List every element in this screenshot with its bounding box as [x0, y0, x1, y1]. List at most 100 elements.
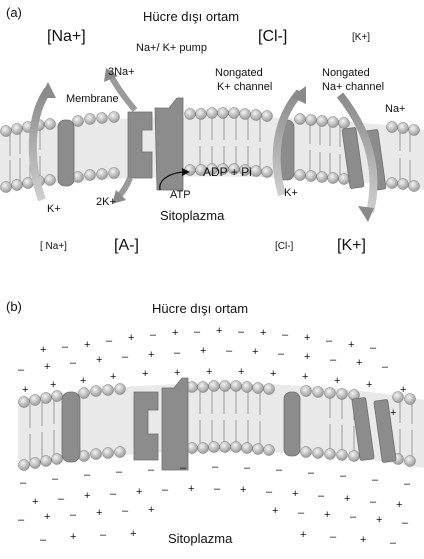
na-channel-label-1: Nongated: [322, 67, 370, 79]
minus-sign: –: [214, 483, 221, 495]
minus-sign: –: [40, 534, 47, 546]
plus-sign: +: [376, 514, 383, 526]
minus-sign: –: [298, 507, 305, 519]
plus-sign: +: [304, 332, 311, 344]
minus-sign: –: [276, 464, 283, 476]
minus-sign: –: [52, 473, 59, 485]
anion-in-label: [A-]: [114, 237, 139, 254]
na-out-label: [Na+]: [47, 28, 86, 45]
plus-sign: +: [344, 493, 351, 505]
plus-sign: +: [216, 325, 223, 337]
minus-sign: –: [122, 351, 129, 363]
minus-sign: –: [150, 329, 157, 341]
plus-sign: +: [142, 368, 149, 380]
minus-sign: –: [18, 364, 25, 376]
minus-sign: –: [266, 486, 273, 498]
minus-sign: –: [100, 529, 107, 541]
membrane-label: Membrane: [66, 93, 119, 105]
plus-sign: +: [96, 354, 103, 366]
na-in-label: [ Na+]: [40, 241, 67, 252]
k-right-label: K+: [284, 187, 298, 199]
plus-sign: +: [148, 349, 155, 361]
minus-sign: –: [382, 361, 389, 373]
minus-sign: –: [122, 505, 129, 517]
plus-sign: +: [300, 529, 307, 541]
minus-sign: –: [370, 342, 377, 354]
na-ion-label: Na+: [385, 103, 406, 115]
minus-sign: –: [194, 326, 201, 338]
plus-sign: +: [302, 371, 309, 383]
minus-sign: –: [330, 354, 337, 366]
plus-sign: +: [40, 344, 47, 356]
flux-arrows-a: [28, 68, 378, 222]
cl-in-label: [Cl-]: [275, 241, 294, 252]
plus-sign: +: [360, 534, 367, 546]
plus-sign: +: [366, 379, 373, 391]
plus-sign: +: [130, 528, 137, 540]
plus-sign: +: [148, 504, 155, 516]
minus-sign: –: [278, 348, 285, 360]
na3-label: 3Na+: [108, 66, 135, 78]
membrane-b: [18, 380, 424, 471]
plus-sign: +: [304, 351, 311, 363]
plus-sign: +: [174, 367, 181, 379]
minus-sign: –: [390, 537, 397, 549]
minus-sign: –: [330, 531, 337, 543]
minus-sign: –: [326, 335, 333, 347]
minus-sign: –: [110, 488, 117, 500]
cl-out-label: [Cl-]: [258, 28, 288, 45]
k-in-label: [K+]: [337, 237, 366, 254]
plus-sign: +: [390, 407, 397, 419]
plus-sign: +: [84, 490, 91, 502]
minus-sign: –: [212, 461, 219, 473]
membrane-a: [0, 107, 424, 193]
plus-sign: +: [136, 486, 143, 498]
adp-label: ADP + Pi: [203, 165, 252, 179]
minus-sign: –: [372, 474, 379, 486]
minus-sign: –: [226, 345, 233, 357]
atp-label: ATP: [170, 189, 191, 201]
plus-sign: +: [80, 375, 87, 387]
na-channel-label-2: Na+ channel: [322, 81, 385, 93]
panel-b-outside-title: Hücre dışı ortam: [152, 301, 249, 316]
plus-sign: +: [400, 384, 407, 396]
minus-sign: –: [340, 470, 347, 482]
k-out-label: [K+]: [352, 32, 371, 43]
pump-label: Na+/ K+ pump: [136, 42, 207, 54]
plus-sign: +: [200, 345, 207, 357]
k-channel-label-2: K+ channel: [217, 81, 273, 93]
plus-sign: +: [22, 384, 29, 396]
minus-sign: –: [58, 493, 65, 505]
panel-b-inside-title: Sitoplazma: [168, 531, 233, 546]
minus-sign: –: [350, 511, 357, 523]
plus-sign: +: [128, 332, 135, 344]
minus-sign: –: [282, 329, 289, 341]
plus-sign: +: [70, 531, 77, 543]
plus-sign: +: [240, 484, 247, 496]
k-left-label: K+: [47, 203, 61, 215]
minus-sign: –: [404, 478, 411, 490]
plus-sign: +: [44, 361, 51, 373]
minus-sign: –: [402, 517, 409, 529]
minus-sign: –: [70, 509, 77, 521]
plus-sign: +: [44, 511, 51, 523]
k2-label: 2K+: [96, 196, 116, 208]
panel-b-letter: (b): [6, 299, 22, 314]
plus-sign: +: [252, 346, 259, 358]
minus-sign: –: [116, 466, 123, 478]
plus-sign: +: [206, 366, 213, 378]
membrane-proteins-a: [57, 97, 387, 191]
minus-sign: –: [62, 341, 69, 353]
minus-sign: –: [106, 335, 113, 347]
minus-sign: –: [180, 462, 187, 474]
plus-sign: +: [270, 368, 277, 380]
minus-sign: –: [84, 469, 91, 481]
k-channel-label-1: Nongated: [215, 67, 263, 79]
minus-sign: –: [318, 490, 325, 502]
minus-sign: –: [174, 347, 181, 359]
plus-sign: +: [172, 327, 179, 339]
minus-sign: –: [370, 496, 377, 508]
minus-sign: –: [238, 326, 245, 338]
minus-sign: –: [70, 357, 77, 369]
plus-sign: +: [260, 327, 267, 339]
